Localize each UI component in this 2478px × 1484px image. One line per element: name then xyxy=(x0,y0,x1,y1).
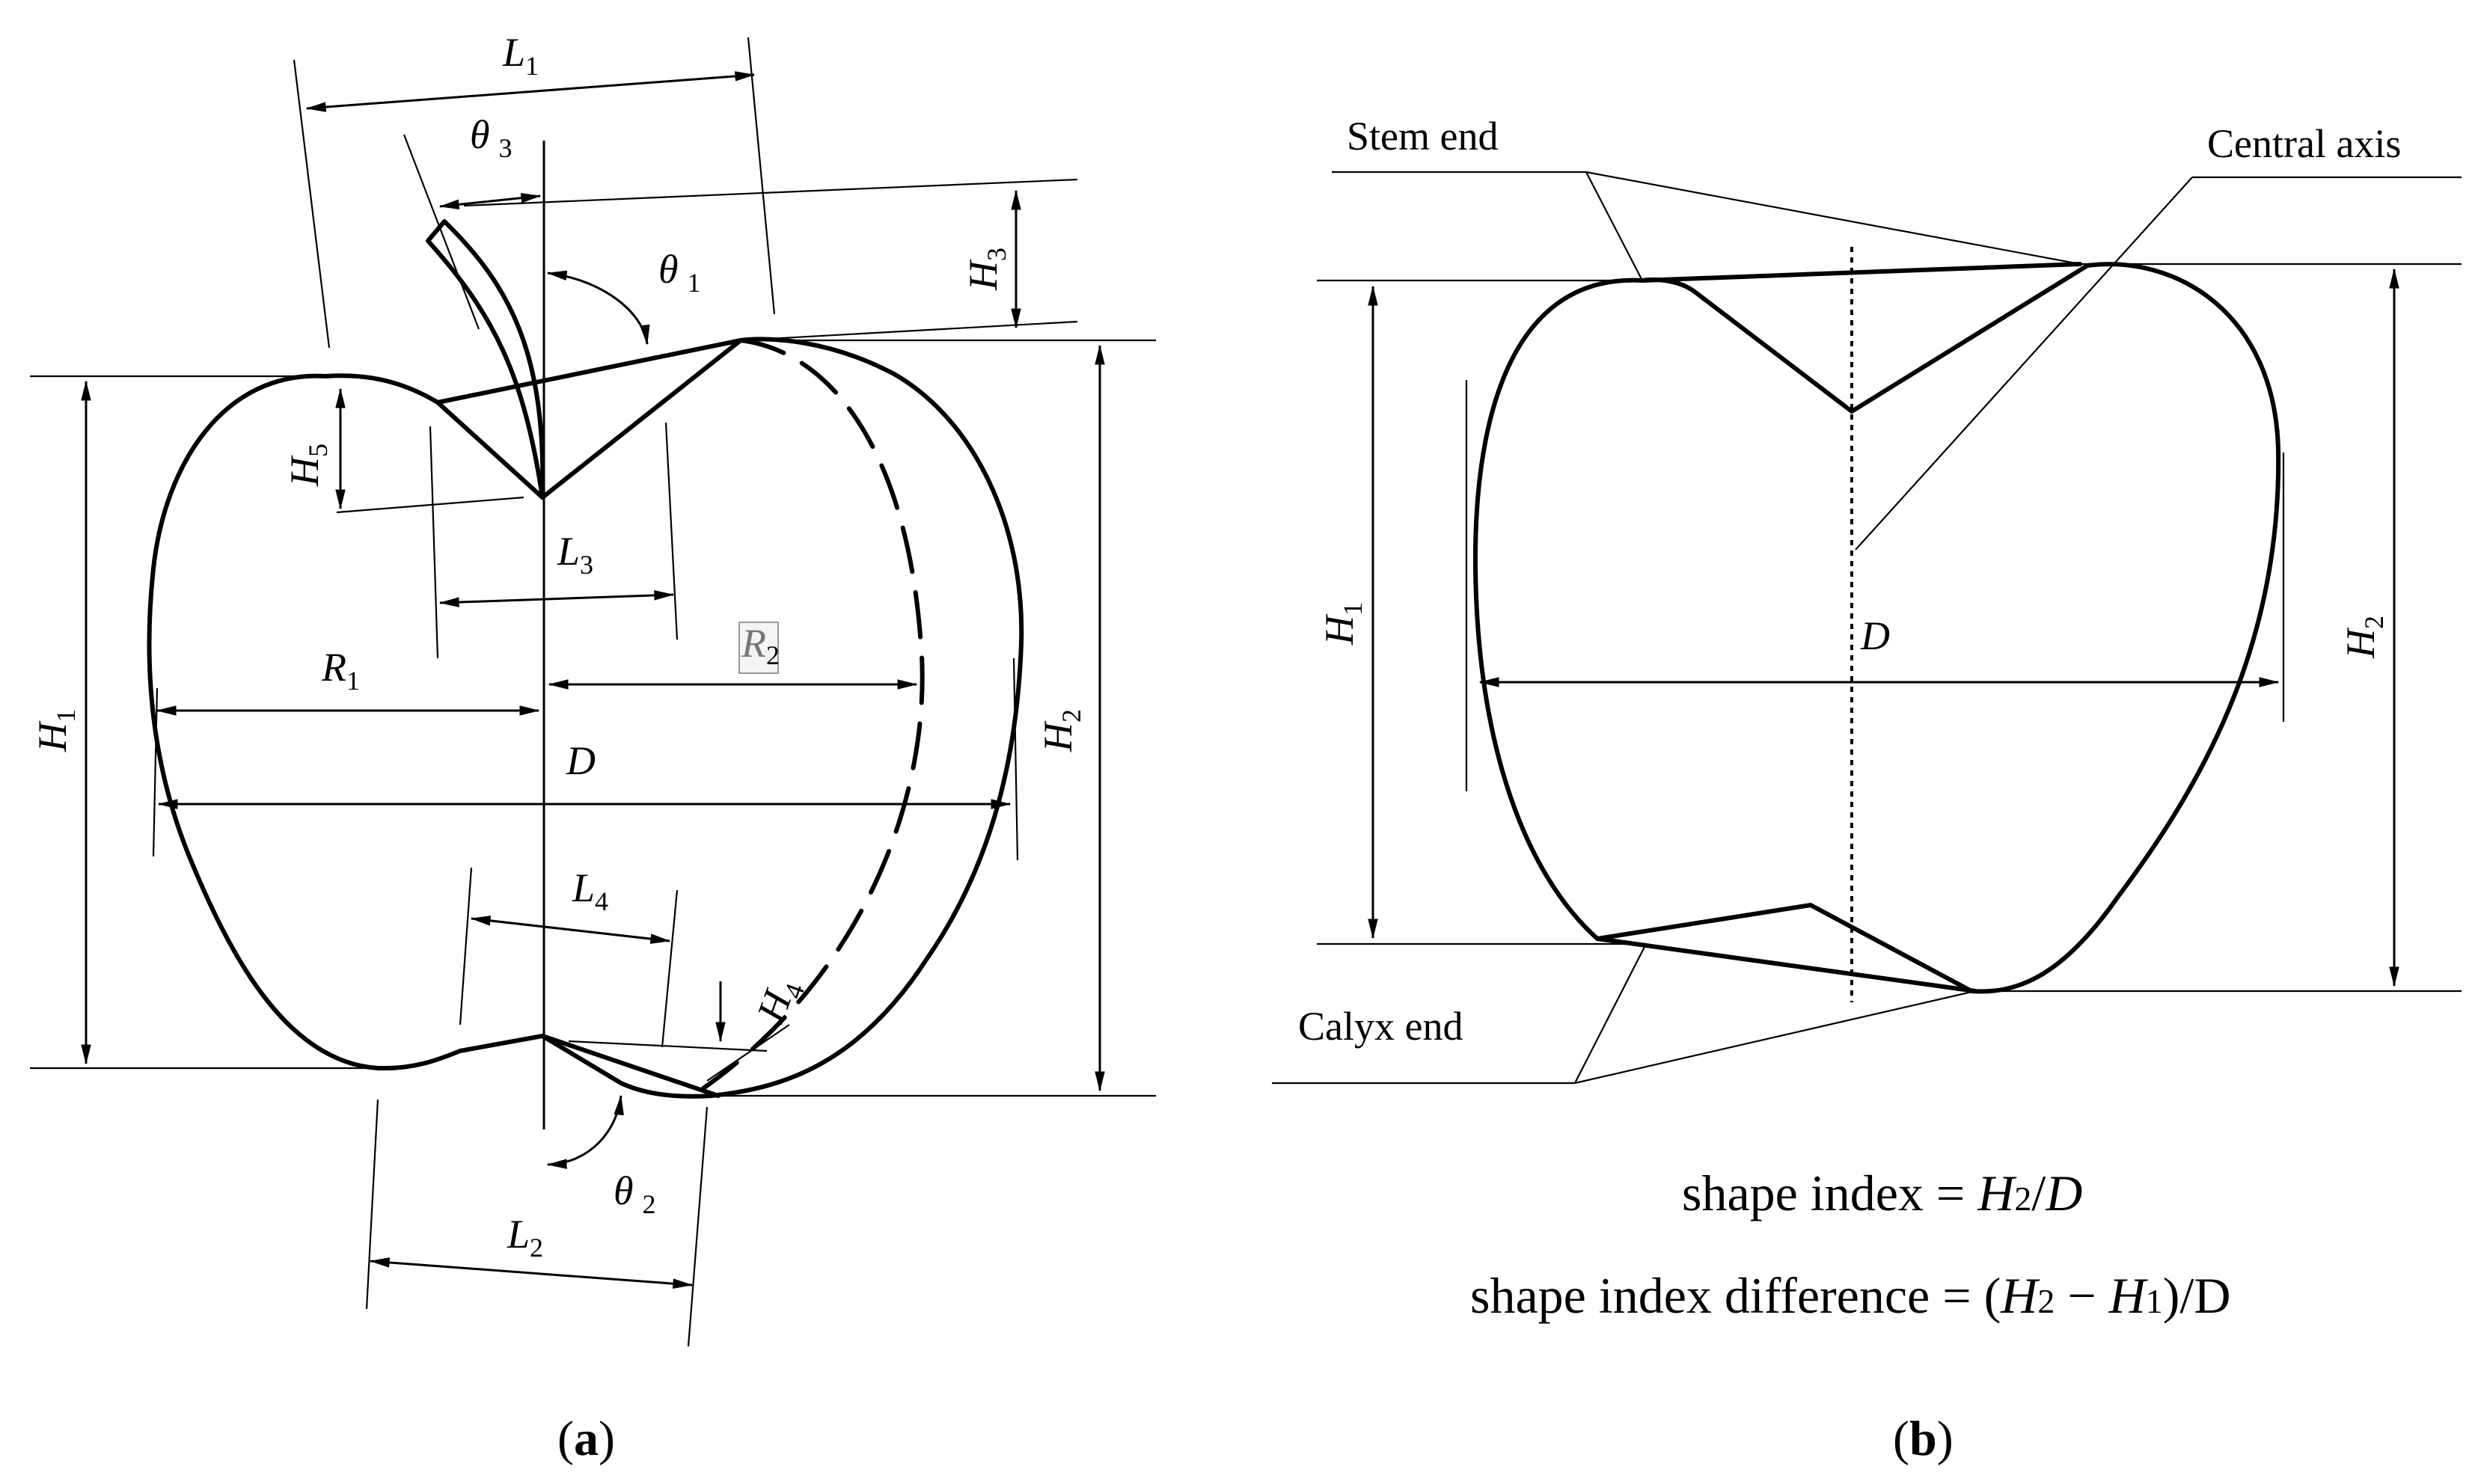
label-H2-b: H2 xyxy=(2338,616,2389,659)
apple-stem xyxy=(426,219,545,500)
label-R1: R1 xyxy=(321,645,360,696)
dimension-arrows-b xyxy=(1368,268,2399,987)
callout-central-axis: Central axis xyxy=(2207,121,2401,166)
label-R2: R2 xyxy=(741,621,780,670)
label-H3: H3 xyxy=(961,248,1012,291)
label-L2: L2 xyxy=(507,1212,543,1263)
labels-b: Stem end Central axis Calyx end H1 H2 D … xyxy=(1298,114,2401,1466)
calyx-cavity xyxy=(540,1034,721,1098)
label-L4: L4 xyxy=(572,865,608,916)
caption-b: (b) xyxy=(1893,1411,1954,1466)
label-H5: H5 xyxy=(282,444,333,487)
panel-b: Stem end Central axis Calyx end H1 H2 D … xyxy=(1272,114,2462,1466)
label-D-a: D xyxy=(566,738,596,783)
apple-hidden-contour xyxy=(701,338,925,1091)
label-D-b: D xyxy=(1860,613,1890,658)
dimension-arrows-a xyxy=(81,71,1105,1289)
calyx-line-b xyxy=(1595,936,1977,993)
label-H1-b: H1 xyxy=(1317,602,1368,646)
formula-shape-index: shape index = H2/D xyxy=(1682,1165,2082,1221)
extension-lines-b xyxy=(1272,171,2462,1085)
label-H4: H4 xyxy=(748,972,811,1031)
label-L1: L1 xyxy=(502,30,539,81)
apple-outline-b xyxy=(1472,262,2281,994)
caption-a: (a) xyxy=(557,1411,615,1466)
extension-lines-a xyxy=(30,37,1156,1347)
callout-calyx-end: Calyx end xyxy=(1298,1004,1463,1049)
callout-stem-end: Stem end xyxy=(1347,114,1498,159)
label-H1-a: H1 xyxy=(30,709,81,752)
stem-cavity-right xyxy=(540,338,743,500)
stem-line-b xyxy=(1640,262,2082,283)
label-H2-a: H2 xyxy=(1035,709,1086,752)
stem-cavity-left xyxy=(435,400,545,500)
apple-outline-a xyxy=(147,337,1024,1099)
formula-shape-index-difference: shape index difference = (H2 − H1)/D xyxy=(1470,1267,2230,1324)
label-L3: L3 xyxy=(557,529,593,580)
label-R2-box xyxy=(738,622,779,674)
